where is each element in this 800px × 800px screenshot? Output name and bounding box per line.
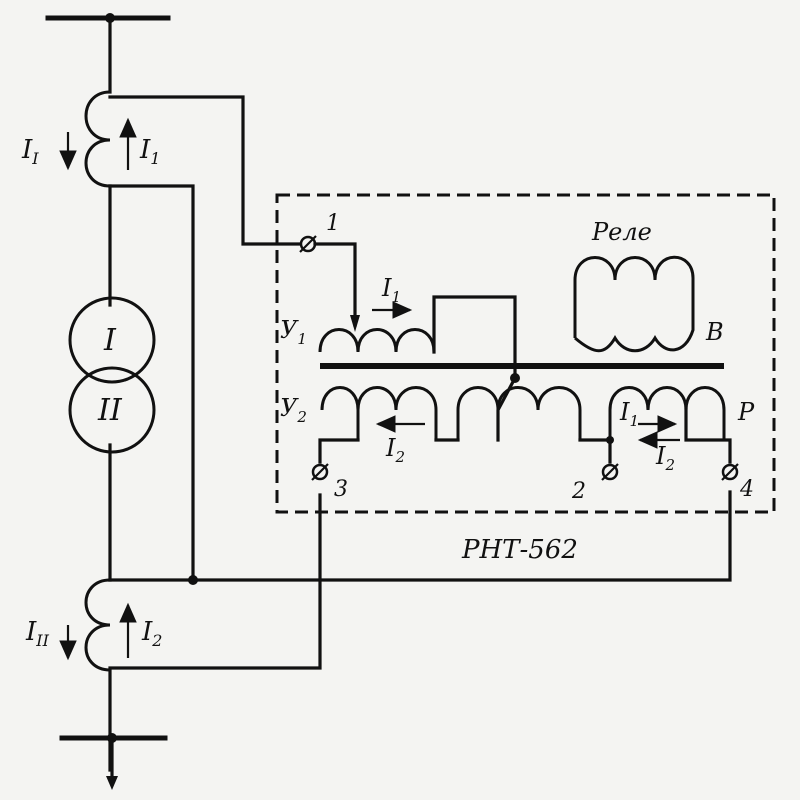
relay-enclosure (275, 193, 776, 514)
relay-coil (573, 255, 695, 338)
current-i2-p-label: I2 (655, 442, 675, 474)
current-i1-p-label: I1 (619, 398, 639, 430)
coil-y2 (320, 386, 438, 440)
winding-p-label: Р (737, 398, 755, 426)
ct-bottom-primary-label: III (25, 617, 50, 650)
ground-arrow-head (106, 776, 118, 790)
device-name-label: РНТ-562 (461, 535, 578, 565)
wire-y2-to-terminal-3 (318, 438, 360, 464)
terminal-2-label: 2 (571, 479, 586, 504)
wire-y1-to-core (432, 295, 517, 378)
coil-y1 (318, 328, 436, 353)
transformer-winding-1-label: I (103, 323, 117, 358)
current-i1-y1-label: I1 (381, 274, 401, 306)
ct-bottom-secondary-label: I2 (141, 617, 162, 650)
wire-ct-top-to-terminal-1 (108, 95, 302, 246)
coil-y1-label: У1 (280, 316, 307, 348)
transformer-winding-2-circle (68, 366, 156, 454)
wire-return-bus (108, 490, 732, 582)
ct-top-secondary-label: I1 (139, 135, 160, 168)
coil-y2-label: У2 (280, 394, 307, 426)
current-i2-y2-label: I2 (385, 434, 405, 466)
coil-balancing (456, 386, 582, 440)
coil-p (608, 386, 726, 440)
ct-bottom-coil (84, 578, 111, 672)
wire-ct-bottom-to-terminal-3 (108, 493, 322, 670)
winding-b-label: В (705, 318, 724, 346)
arrow-into-y1 (350, 315, 360, 332)
transformer-winding-2-label: II (97, 393, 123, 428)
wire-core-tap (496, 375, 518, 442)
ct-top-primary-label: II (21, 135, 39, 168)
terminal-3-label: 3 (334, 477, 348, 502)
bottom-bus-junction (107, 733, 117, 743)
wire-terminal-1-to-y1 (313, 242, 357, 327)
terminal-4-label: 4 (739, 477, 754, 502)
transformer-winding-1-circle (68, 296, 156, 384)
wire-ct-top-return (108, 184, 195, 582)
terminal-1-label: 1 (326, 211, 340, 236)
relay-label: Реле (591, 218, 652, 246)
wire-p-to-terminal-4 (684, 408, 732, 464)
ct-top-coil (84, 90, 111, 188)
